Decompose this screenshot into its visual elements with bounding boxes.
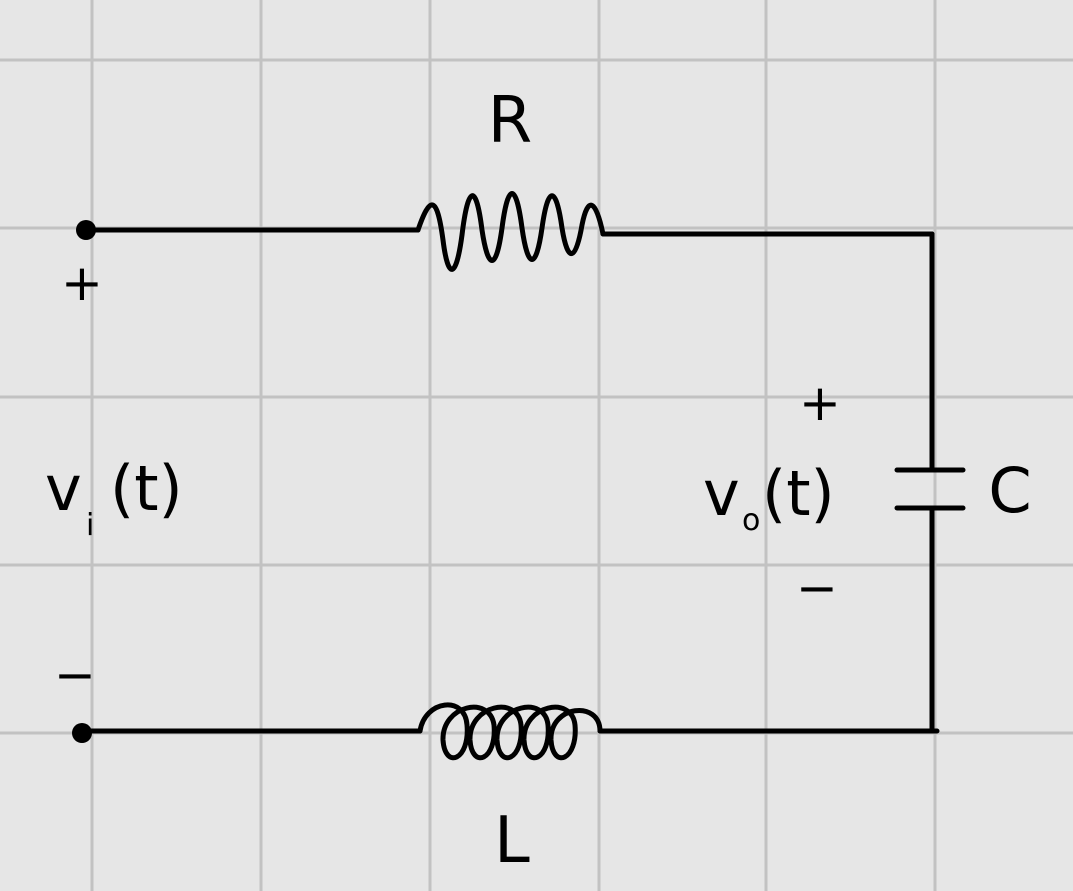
capacitor-label: C [988, 454, 1031, 527]
input-voltage-label: v i (t) [45, 452, 183, 543]
output-minus-sign: − [796, 559, 838, 617]
resistor-symbol [415, 191, 606, 272]
input-minus-sign: − [54, 646, 96, 704]
output-voltage-label: v o (t) [703, 457, 835, 538]
input-plus-sign: + [61, 254, 103, 312]
output-voltage-argument: (t) [762, 457, 835, 530]
output-plus-sign: + [799, 374, 841, 432]
input-terminal-top [76, 220, 96, 240]
input-voltage-subscript: i [86, 508, 94, 543]
input-terminal-bottom [72, 723, 92, 743]
resistor-label: R [488, 84, 532, 158]
output-voltage-symbol: v [703, 457, 740, 530]
inductor-label: L [494, 804, 530, 878]
input-voltage-symbol: v [45, 452, 82, 525]
inductor-symbol [417, 702, 603, 761]
output-voltage-subscript: o [742, 503, 760, 538]
input-voltage-argument: (t) [110, 452, 183, 525]
